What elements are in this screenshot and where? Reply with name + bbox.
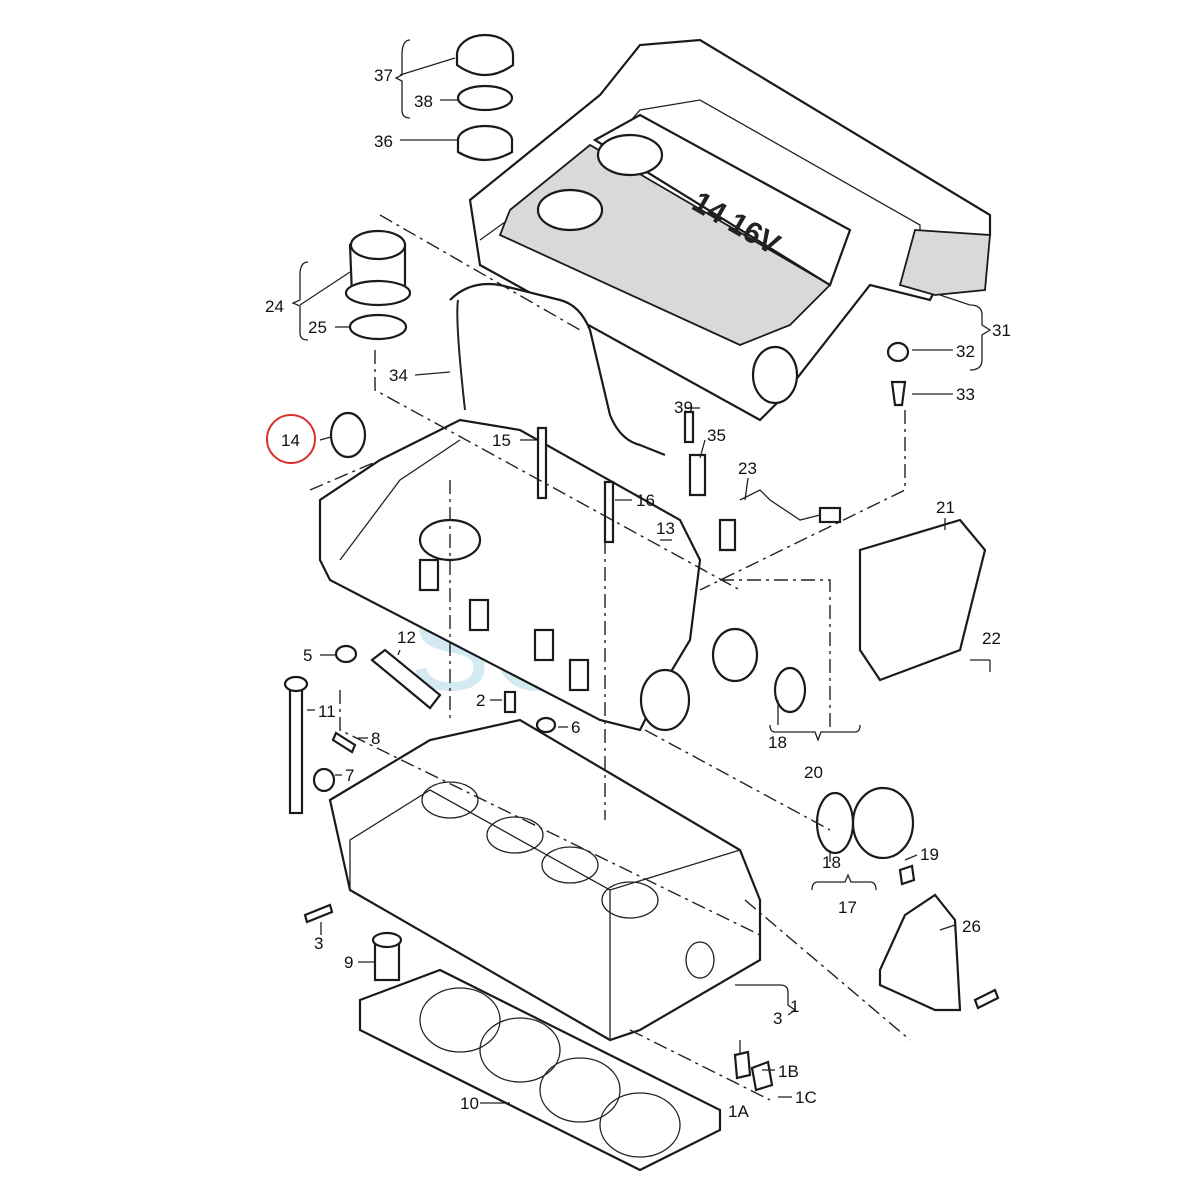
label-14: 14 (281, 431, 300, 450)
label-39: 39 (674, 398, 693, 417)
label-20: 20 (804, 763, 823, 782)
label-33: 33 (956, 385, 975, 404)
label-35: 35 (707, 426, 726, 445)
label-9: 9 (344, 953, 353, 972)
label-22: 22 (982, 629, 1001, 648)
assembly-lines (309, 214, 911, 1101)
label-26: 26 (962, 917, 981, 936)
label-1a: 1A (728, 1102, 749, 1121)
label-25: 25 (308, 318, 327, 337)
head-gasket (358, 968, 722, 1172)
label-15: 15 (492, 431, 511, 450)
label-23: 23 (738, 459, 757, 478)
label-18-top: 18 (768, 733, 787, 752)
label-16: 16 (636, 491, 655, 510)
label-2: 2 (476, 691, 485, 710)
label-10: 10 (460, 1094, 479, 1113)
leader-lines (291, 39, 992, 1104)
label-38: 38 (414, 92, 433, 111)
label-31: 31 (992, 321, 1011, 340)
label-5: 5 (303, 646, 312, 665)
label-3-right: 3 (773, 1009, 782, 1028)
oil-filler-cap (455, 33, 515, 162)
label-7: 7 (345, 766, 354, 785)
label-21: 21 (936, 498, 955, 517)
filler-neck (344, 229, 412, 341)
label-1: 1 (790, 997, 799, 1016)
label-3-left: 3 (314, 934, 323, 953)
engine-cover: 14 16V (468, 38, 992, 422)
label-8: 8 (371, 729, 380, 748)
label-37: 37 (374, 66, 393, 85)
label-34: 34 (389, 366, 408, 385)
label-18-bottom: 18 (822, 853, 841, 872)
label-17: 17 (838, 898, 857, 917)
label-1c: 1C (795, 1088, 817, 1107)
label-24: 24 (265, 297, 284, 316)
label-1b: 1B (778, 1062, 799, 1081)
seal-ring-14 (329, 411, 367, 459)
part-labels: 37 38 36 24 25 34 14 15 16 13 39 35 23 2… (265, 66, 1011, 1121)
highlight-circle (266, 414, 316, 464)
cylinder-head (328, 718, 762, 1042)
label-32: 32 (956, 342, 975, 361)
label-6: 6 (571, 718, 580, 737)
label-19: 19 (920, 845, 939, 864)
label-12: 12 (397, 628, 416, 647)
label-11: 11 (318, 702, 336, 721)
label-36: 36 (374, 132, 393, 151)
breather-hose (449, 282, 666, 457)
label-13: 13 (656, 519, 675, 538)
